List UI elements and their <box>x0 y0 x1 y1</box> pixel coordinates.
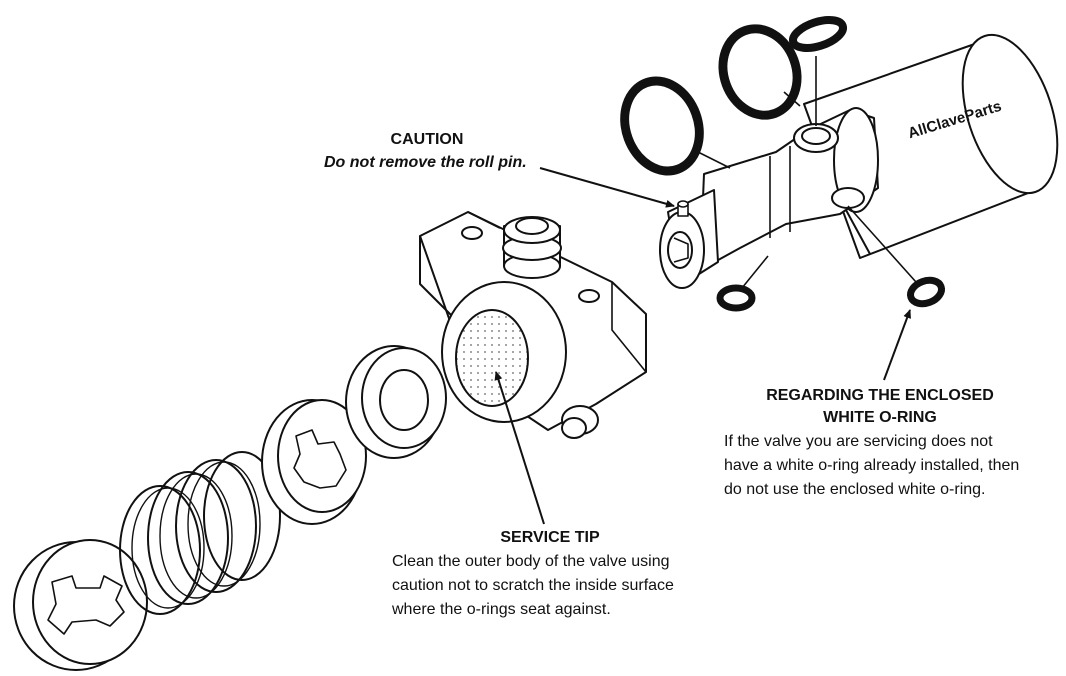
flat-ring <box>345 345 447 459</box>
white-o-ring <box>907 276 945 308</box>
service-tip-line2: caution not to scratch the inside surfac… <box>392 577 674 594</box>
service-tip-heading: SERVICE TIP <box>500 529 600 546</box>
small-o-ring-top <box>788 16 848 52</box>
spring <box>119 451 281 615</box>
regarding-heading-line2: WHITE O-RING <box>823 409 937 426</box>
valve-spool <box>659 107 879 289</box>
service-tip-line1: Clean the outer body of the valve using <box>392 553 670 570</box>
leader-lines <box>693 56 917 289</box>
caution-text: Do not remove the roll pin. <box>324 154 527 171</box>
regarding-text-line1: If the valve you are servicing does not <box>724 433 993 450</box>
caution-arrow <box>539 167 675 208</box>
keyed-collar <box>261 399 367 525</box>
caution-heading: CAUTION <box>390 131 464 148</box>
small-o-ring-lower-left <box>716 284 756 312</box>
large-o-ring-right <box>718 24 802 120</box>
service-tip-line3: where the o-rings seat against. <box>392 601 611 618</box>
white-o-ring-arrow <box>883 309 911 381</box>
regarding-text-line2: have a white o-ring already installed, t… <box>724 457 1020 474</box>
regarding-text-line3: do not use the enclosed white o-ring. <box>724 481 986 498</box>
service-tip-arrow <box>494 371 545 525</box>
regarding-heading-line1: REGARDING THE ENCLOSED <box>766 387 994 404</box>
large-o-ring-left <box>620 76 704 176</box>
valve-housing <box>419 211 647 439</box>
retainer-washer <box>13 539 148 671</box>
